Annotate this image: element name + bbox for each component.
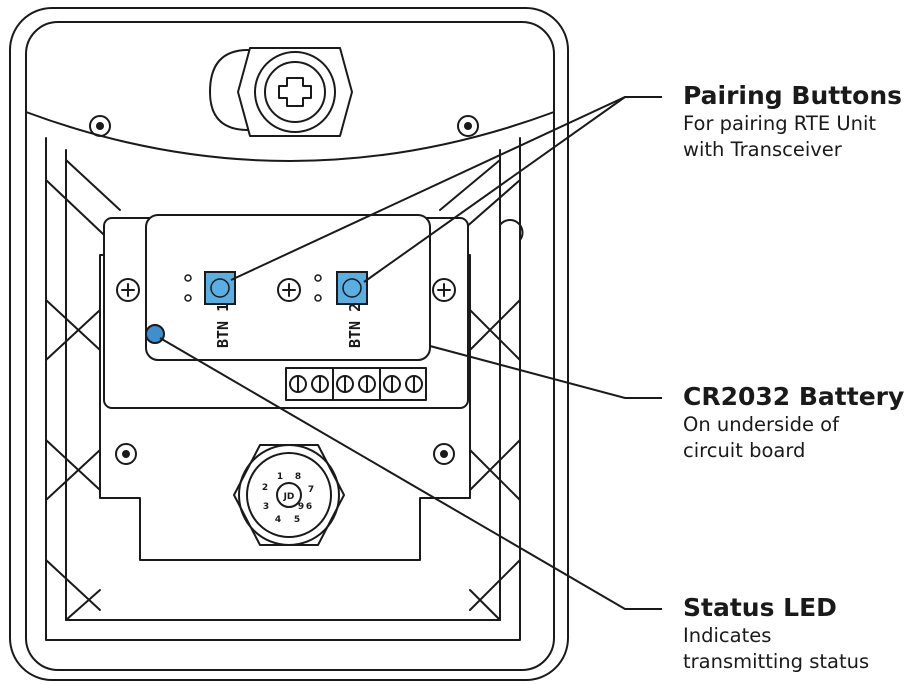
housing-outer <box>9 7 569 681</box>
callout-desc: Indicates <box>683 624 772 647</box>
inner-frame-right <box>65 149 501 621</box>
pairing-button-2-cap <box>342 278 362 298</box>
leader-battery <box>429 345 662 399</box>
board-screws <box>116 278 456 302</box>
btn2-label: BTN 2 <box>346 303 364 348</box>
pairing-button-2[interactable] <box>336 271 368 305</box>
callout-title: Status LED <box>683 593 837 622</box>
pin-3: 3 <box>263 502 269 512</box>
callout-title: CR2032 Battery <box>683 382 905 411</box>
round-connector <box>233 444 345 546</box>
pin-7: 7 <box>308 485 314 495</box>
pairing-button-1-cap <box>210 278 230 298</box>
callout-status-led: Status LED Indicates transmitting status <box>683 593 869 675</box>
callout-desc: transmitting status <box>683 650 870 673</box>
callout-desc: For pairing RTE Unit <box>683 112 877 135</box>
btn1-label: BTN 1 <box>214 303 232 348</box>
callout-desc: On underside of <box>683 413 839 436</box>
top-screws <box>89 115 479 137</box>
pin-4: 4 <box>275 515 281 525</box>
lower-recess <box>99 254 471 561</box>
callout-desc: circuit board <box>683 439 806 462</box>
pairing-button-1[interactable] <box>204 271 236 305</box>
pin-9: 9 <box>298 502 304 512</box>
cable-gland <box>209 47 353 137</box>
callout-desc: with Transceiver <box>683 138 842 161</box>
housing-inner <box>25 21 555 671</box>
status-led <box>145 324 165 344</box>
indicator-dots <box>184 274 322 302</box>
pin-8: 8 <box>295 472 301 482</box>
lower-screws <box>115 443 455 465</box>
terminal-block <box>285 367 427 401</box>
callout-battery: CR2032 Battery On underside of circuit b… <box>683 382 904 464</box>
pin-5: 5 <box>294 515 300 525</box>
pin-6: 6 <box>306 502 312 512</box>
connector-logo: JD <box>283 492 295 502</box>
pin-1: 1 <box>277 472 283 482</box>
leader-pairing-btn2 <box>363 96 626 283</box>
connector-pins: JD 1 2 3 4 5 6 7 8 9 <box>262 472 314 525</box>
leader-status-led <box>159 337 662 610</box>
ribs-right <box>439 159 524 621</box>
inner-frame <box>45 137 521 641</box>
pin-2: 2 <box>262 483 268 493</box>
callout-pairing-buttons: Pairing Buttons For pairing RTE Unit wit… <box>683 81 902 163</box>
callout-title: Pairing Buttons <box>683 81 902 110</box>
